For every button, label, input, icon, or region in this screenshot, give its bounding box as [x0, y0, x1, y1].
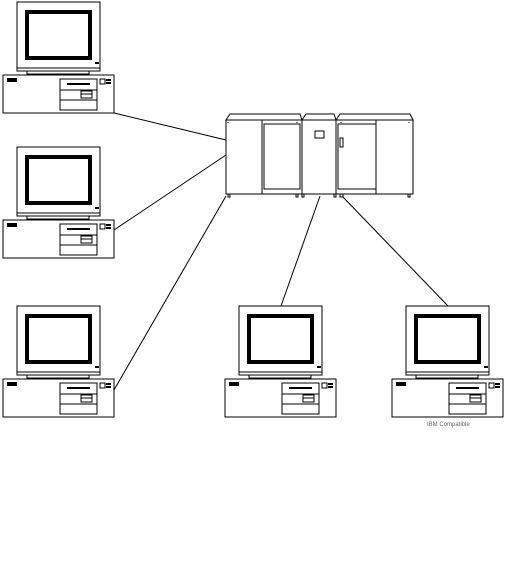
- mainframe-icon: [225, 113, 414, 198]
- computer-icon: [2, 146, 115, 259]
- computer-icon: [2, 1, 115, 114]
- caption-label: IBM Compatible: [427, 422, 470, 428]
- connection-pc-3-mainframe: [113, 195, 227, 391]
- connection-pc-5-mainframe: [341, 195, 449, 307]
- connections: [113, 112, 449, 391]
- connection-pc-2-mainframe: [113, 154, 227, 231]
- computer-icon: [391, 305, 504, 418]
- computer-icon: [2, 305, 115, 418]
- connection-pc-4-mainframe: [280, 195, 321, 307]
- computer-icon: [224, 305, 337, 418]
- connection-pc-1-mainframe: [113, 112, 227, 141]
